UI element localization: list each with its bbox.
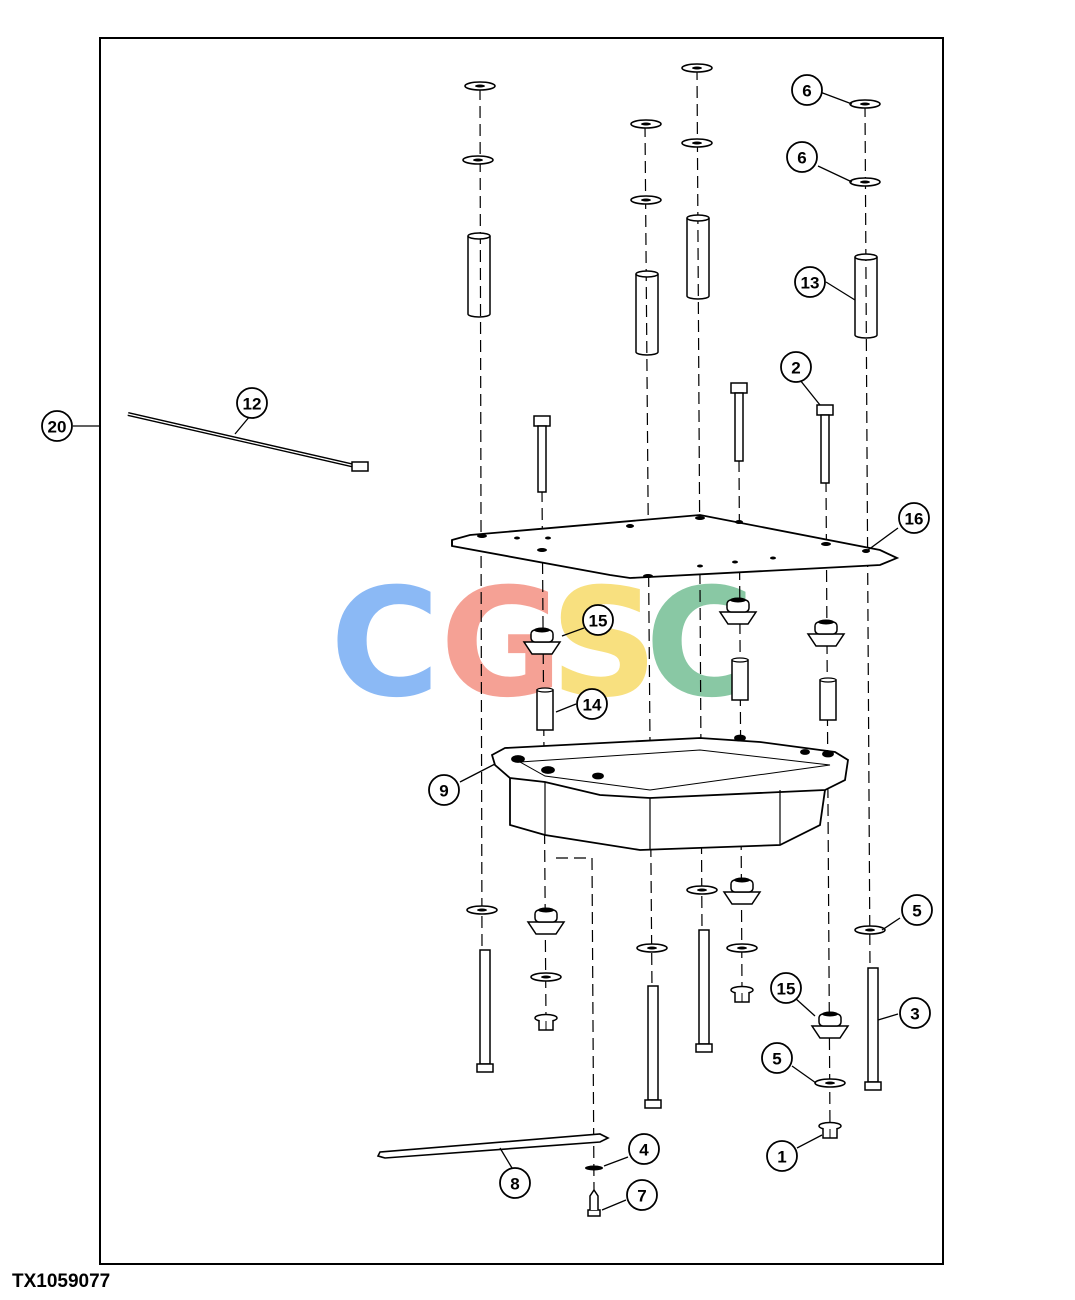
callout-20-label: 20: [48, 418, 67, 437]
callout-6-upper: [791, 74, 823, 106]
callout-12-label: 12: [243, 395, 262, 414]
small-spacer: [731, 657, 749, 701]
grommet: [807, 618, 845, 647]
mounting-plate: [451, 514, 900, 579]
nut: [818, 1121, 842, 1139]
callout-8-label: 8: [510, 1175, 519, 1194]
callout-9: [428, 774, 460, 806]
grommet: [527, 906, 565, 935]
nut: [730, 985, 754, 1003]
controller-module: [490, 734, 849, 851]
washer: [681, 63, 713, 73]
callout-15-upper: [582, 604, 614, 636]
small-spacer: [536, 687, 554, 731]
washer: [462, 155, 494, 165]
callout-7-label: 7: [637, 1187, 646, 1206]
nut: [534, 1013, 558, 1031]
washer: [814, 1078, 846, 1088]
upper-bolts: [533, 382, 834, 493]
washer: [636, 943, 668, 953]
washer: [686, 885, 718, 895]
washer: [464, 81, 496, 91]
bracket-strap: [376, 1133, 610, 1159]
cable-tie: [127, 412, 369, 472]
small-spacer: [819, 677, 837, 721]
callout-16-label: 16: [905, 510, 924, 529]
drawing-frame: [99, 37, 944, 1265]
washer: [849, 99, 881, 109]
figure-id: TX1059077: [12, 1271, 111, 1292]
callout-12: [236, 387, 268, 419]
grommet: [723, 876, 761, 905]
washer: [630, 119, 662, 129]
callout-6-lower: [786, 141, 818, 173]
callout-7: [626, 1179, 658, 1211]
lock-washer: [585, 1165, 603, 1171]
callout-5-right: [901, 894, 933, 926]
callout-5-right-label: 5: [912, 902, 921, 921]
washer: [466, 905, 498, 915]
callout-1: [766, 1140, 798, 1172]
callout-2-label: 2: [791, 359, 800, 378]
washer: [854, 925, 886, 935]
callout-6-upper-label: 6: [802, 82, 811, 101]
washer: [530, 972, 562, 982]
callout-15-lower-label: 15: [777, 980, 796, 999]
callout-20: [41, 410, 73, 442]
callout-2: [780, 351, 812, 383]
callouts: [41, 74, 933, 1211]
callout-9-label: 9: [439, 782, 448, 801]
callout-16: [898, 502, 930, 534]
callout-4-label: 4: [639, 1141, 649, 1160]
callout-15-upper-label: 15: [589, 612, 608, 631]
callout-8: [499, 1167, 531, 1199]
leader-lines: [73, 91, 901, 1211]
callout-5-lower-label: 5: [772, 1050, 781, 1069]
callout-15-lower: [770, 972, 802, 1004]
callout-4: [628, 1133, 660, 1165]
callout-6-lower-label: 6: [797, 149, 806, 168]
grommet: [811, 1010, 849, 1039]
screw: [587, 1188, 601, 1217]
callout-3-label: 3: [910, 1005, 919, 1024]
watermark: C G S C: [330, 557, 755, 731]
watermark-letter-c1: C: [330, 557, 440, 731]
callout-13: [794, 266, 826, 298]
callout-14: [576, 688, 608, 720]
lower-bolts: [476, 929, 882, 1109]
callout-1-label: 1: [777, 1148, 786, 1167]
washer: [681, 138, 713, 148]
spacer: [467, 232, 491, 318]
callout-13-label: 13: [801, 274, 820, 293]
callout-5-lower: [761, 1042, 793, 1074]
callout-3: [899, 997, 931, 1029]
washer: [630, 195, 662, 205]
washer: [849, 177, 881, 187]
callout-14-label: 14: [583, 696, 602, 715]
washer: [726, 943, 758, 953]
